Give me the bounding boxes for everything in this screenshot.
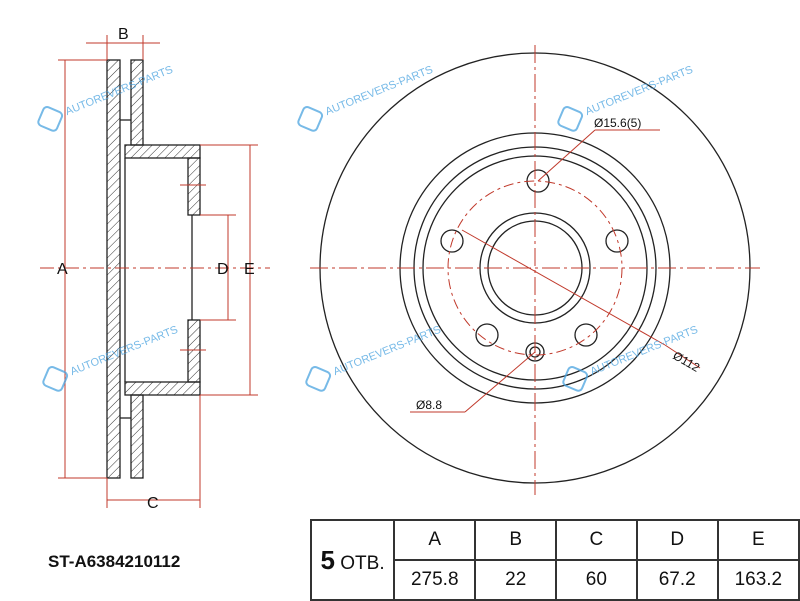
bolt-hole (605, 229, 629, 253)
value-e: 163.2 (716, 559, 800, 601)
part-number: ST-A6384210112 (48, 552, 181, 571)
callout-small-hole: Ø8.8 (416, 398, 442, 412)
dim-label-b: B (118, 26, 129, 43)
callout-bolt-hole: Ø15.6(5) (594, 116, 641, 130)
callout-pcd: Ø112 (671, 348, 703, 375)
side-section-view (106, 59, 201, 479)
header-b: B (474, 519, 558, 561)
bolt-hole (574, 323, 598, 347)
bolt-hole (440, 229, 464, 253)
dim-label-e: E (244, 261, 255, 278)
dimension-lines-side (40, 35, 270, 508)
header-c: C (555, 519, 638, 561)
value-c: 60 (555, 559, 638, 601)
dim-label-d: D (217, 261, 229, 278)
header-a: A (393, 519, 477, 561)
value-a: 275.8 (393, 559, 477, 601)
header-d: D (635, 519, 719, 561)
bolt-hole (475, 323, 499, 347)
holes-count-cell: 5 ОТВ. (309, 519, 396, 601)
value-d: 67.2 (635, 559, 719, 601)
dim-label-c: C (147, 495, 159, 512)
header-e: E (716, 519, 800, 561)
dimension-lines-front (310, 45, 760, 495)
dim-label-a: A (57, 261, 68, 278)
value-b: 22 (474, 559, 558, 601)
dimensions-table: 5 ОТВ. A B C D E 275.8 22 60 67.2 163.2 (309, 519, 800, 601)
